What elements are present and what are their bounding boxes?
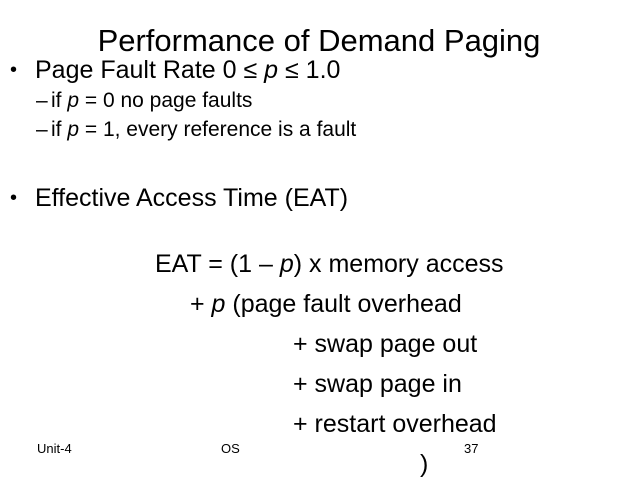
sub-bullet-item-p-zero: – if p = 0 no page faults: [36, 86, 638, 115]
bullet-text-segment-pre: Page Fault Rate 0 ≤: [35, 56, 265, 84]
slide-body: • Page Fault Rate 0 ≤ p ≤ 1.0 – if p = 0…: [0, 54, 638, 214]
variable-p: p: [67, 118, 80, 141]
bullet-item-page-fault-rate: • Page Fault Rate 0 ≤ p ≤ 1.0: [10, 54, 638, 86]
variable-p: p: [67, 89, 80, 112]
footer-slide-number: 37: [464, 441, 479, 456]
footer-unit-label: Unit-4: [37, 441, 72, 456]
sub-bullet-item-label: if p = 1, every reference is a fault: [51, 115, 356, 144]
formula-segment-pre: EAT = (1 –: [155, 250, 280, 278]
sub-bullet-item-p-one: – if p = 1, every reference is a fault: [36, 115, 638, 144]
sub-text-segment-post: = 1, every reference is a fault: [79, 118, 357, 141]
formula-segment-post: (page fault overhead: [225, 290, 462, 318]
dash-marker-icon: –: [36, 118, 48, 141]
bullet-marker-icon: •: [10, 187, 18, 209]
formula-segment-pre: +: [190, 290, 212, 318]
variable-p: p: [279, 250, 294, 278]
bullet-item-label: Page Fault Rate 0 ≤ p ≤ 1.0: [35, 54, 340, 86]
variable-p: p: [211, 290, 226, 318]
formula-line-page-fault-overhead: + p (page fault overhead: [190, 288, 462, 320]
formula-line-eat-definition: EAT = (1 – p) x memory access: [155, 248, 504, 280]
formula-line-restart-overhead: + restart overhead: [293, 410, 497, 438]
sub-text-segment-pre: if: [51, 89, 68, 112]
bullet-item-label: Effective Access Time (EAT): [35, 184, 349, 212]
footer-course-label: OS: [221, 441, 240, 456]
formula-line-closing-paren: ): [420, 450, 429, 478]
formula-segment-post: ) x memory access: [293, 250, 504, 278]
formula-line-swap-page-out: + swap page out: [293, 330, 478, 358]
page-title: Performance of Demand Paging: [97, 22, 541, 58]
formula-line-swap-page-in: + swap page in: [293, 370, 462, 398]
bullet-marker-icon: •: [10, 59, 18, 81]
sub-text-segment-post: = 0 no page faults: [79, 89, 253, 112]
bullet-item-effective-access-time: • Effective Access Time (EAT): [10, 182, 638, 214]
sub-text-segment-pre: if: [51, 118, 68, 141]
sub-bullet-item-label: if p = 0 no page faults: [51, 86, 252, 115]
blank-line-spacer: [0, 144, 638, 182]
variable-p: p: [264, 56, 279, 84]
dash-marker-icon: –: [36, 89, 48, 112]
bullet-text-segment-post: ≤ 1.0: [278, 56, 341, 84]
